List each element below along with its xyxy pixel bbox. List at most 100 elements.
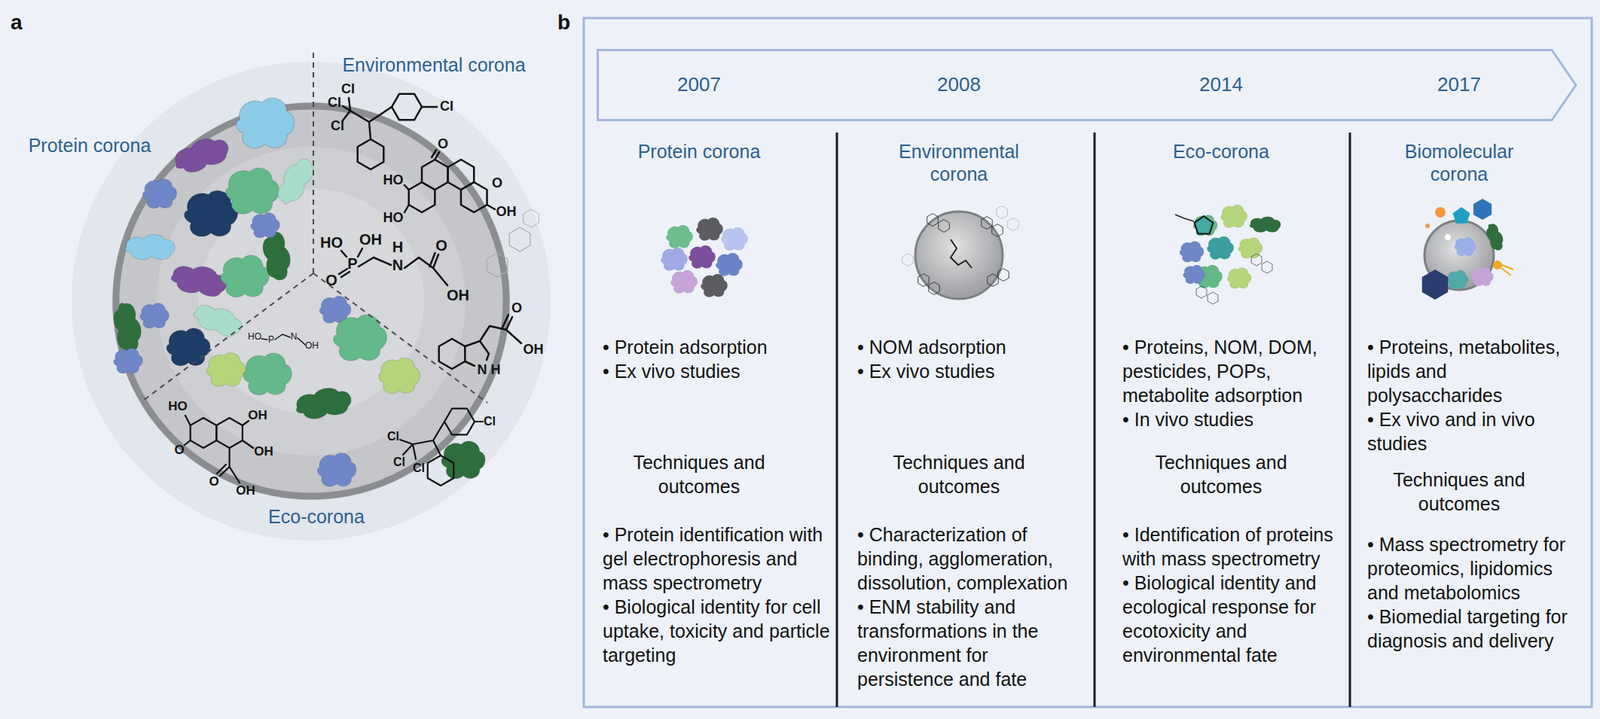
protein-corona-icon	[665, 225, 693, 248]
protein-blob	[111, 300, 145, 355]
atom-label: OH	[253, 445, 274, 460]
sector-label: Protein corona	[28, 135, 152, 157]
protein-corona-icon	[696, 217, 723, 241]
nanoparticle-disc	[116, 106, 507, 497]
atom-label: P	[268, 335, 275, 346]
timeline-arrow-outline	[596, 48, 1578, 122]
protein-blob	[260, 229, 294, 283]
eco-corona-icon	[1183, 265, 1206, 284]
year-holder: 2007	[677, 73, 721, 97]
atom-label: OH	[359, 231, 382, 248]
atom-label-holder: OH	[523, 342, 544, 358]
year-holder: 2008	[937, 73, 981, 97]
nanoparticle-disc	[112, 102, 510, 501]
atom-label-holder: OH	[359, 231, 382, 248]
environmental-corona-icon	[918, 213, 1010, 296]
environmental-corona-icon	[996, 206, 1008, 220]
biomolecular-corona-icon	[1425, 223, 1430, 229]
bullet-text: • In vivo studies	[1122, 407, 1345, 432]
biomolecular-corona-icon	[1493, 260, 1503, 270]
year-label: 2008	[937, 73, 981, 97]
era-column: Eco-corona• Proteins, NOM, DOM, pesticid…	[1095, 132, 1350, 708]
sector-label-holder: Environmental corona	[341, 54, 526, 77]
molecule-bond	[342, 97, 437, 140]
faded-molecule	[523, 209, 540, 228]
biomolecular-corona-icon	[1453, 207, 1471, 224]
eco-corona-icon	[1175, 214, 1194, 222]
bullet-text: • Biological identity and ecological res…	[1122, 570, 1345, 668]
nanoparticle-disc	[71, 61, 551, 541]
year-label: 2007	[677, 73, 721, 97]
bullet-holder: • Proteins, NOM, DOM, pesticides, POPs, …	[1122, 335, 1345, 432]
subheading-holder: Techniques and outcomes	[876, 450, 1042, 499]
era-column: Protein corona• Protein adsorption• Ex v…	[584, 132, 837, 708]
atom-label: O	[437, 137, 449, 153]
atom-label-holder: P	[268, 335, 275, 346]
molecule-bond	[427, 455, 455, 486]
atom-label-holder: HO	[247, 332, 262, 342]
year-holder: 2014	[1199, 73, 1243, 97]
atom-label-holder: H	[491, 363, 501, 379]
year-holder: 2017	[1437, 73, 1481, 97]
eco-corona-icon	[1207, 292, 1219, 305]
atom-label: Cl	[387, 430, 400, 444]
heading-holder: Biomolecular corona	[1387, 140, 1531, 186]
atom-label: OH	[235, 484, 256, 499]
molecule-bond	[461, 182, 488, 213]
molecule-bond	[216, 418, 243, 449]
protein-blob	[243, 353, 292, 395]
bullet-text: • Proteins, metabolites, lipids and poly…	[1367, 335, 1582, 408]
atom-label-holder: Cl	[439, 99, 454, 115]
atom-label-holder: O	[491, 176, 503, 192]
protein-corona-icon	[700, 274, 727, 297]
protein-blob	[169, 261, 230, 300]
atom-label: P	[347, 255, 358, 272]
panel-frame	[583, 18, 1592, 708]
protein-corona-icon	[660, 247, 688, 271]
molecule-bond	[464, 314, 522, 367]
column-heading: Environmental corona	[887, 140, 1031, 186]
atom-label-holder: OH	[496, 204, 517, 220]
biomolecular-corona-icon	[1444, 234, 1451, 241]
atom-label-holder: Cl	[483, 415, 496, 429]
eco-corona-icon	[1249, 216, 1281, 233]
atom-label-holder: P	[347, 255, 358, 272]
protein-corona-icon	[670, 270, 697, 294]
atom-label-holder: N	[477, 363, 488, 379]
atom-label-holder: Cl	[393, 455, 406, 470]
atom-label-holder: OH	[305, 341, 319, 352]
biomolecular-corona-icon	[1473, 198, 1492, 220]
faded-molecule	[509, 227, 531, 252]
sector-divider	[143, 52, 488, 404]
atom-label: OH	[305, 341, 319, 352]
environmental-corona-icon	[987, 274, 999, 288]
atom-label: OH	[247, 409, 268, 424]
subheading-holder: Techniques and outcomes	[1376, 467, 1542, 517]
bullet-text: • Biological identity for cell uptake, t…	[602, 595, 833, 668]
molecule-bond	[357, 139, 385, 170]
protein-blob	[220, 255, 269, 297]
protein-corona-icon	[660, 217, 748, 297]
faded-molecule	[486, 209, 539, 278]
nanoparticle-disc	[156, 146, 466, 456]
atom-label: OH	[523, 342, 544, 358]
atom-label-holder: OH	[446, 287, 470, 304]
atom-label-holder: HO	[383, 173, 404, 189]
atom-label: O	[511, 301, 523, 317]
atom-label: Cl	[412, 461, 425, 476]
bullet-text: • Biomedial targeting for diagnosis and …	[1367, 604, 1582, 654]
eco-corona-icon	[1220, 204, 1247, 228]
atom-label-holder: OH	[235, 484, 256, 499]
panel-letter-holder: b	[557, 11, 571, 35]
atom-label: HO	[320, 234, 343, 251]
molecule-bond	[338, 87, 522, 370]
bullet-text: • Ex vivo and in vivo studies	[1367, 407, 1582, 456]
atom-label-holder: N	[290, 332, 298, 342]
subheading-holder: Techniques and outcomes	[616, 450, 782, 499]
environmental-corona-icon	[992, 224, 1004, 238]
atom-label: N	[477, 363, 488, 379]
panel-letter: a	[10, 11, 23, 35]
column-divider	[1093, 132, 1097, 708]
atom-label: HO	[167, 400, 188, 415]
atom-label: O	[491, 176, 503, 192]
